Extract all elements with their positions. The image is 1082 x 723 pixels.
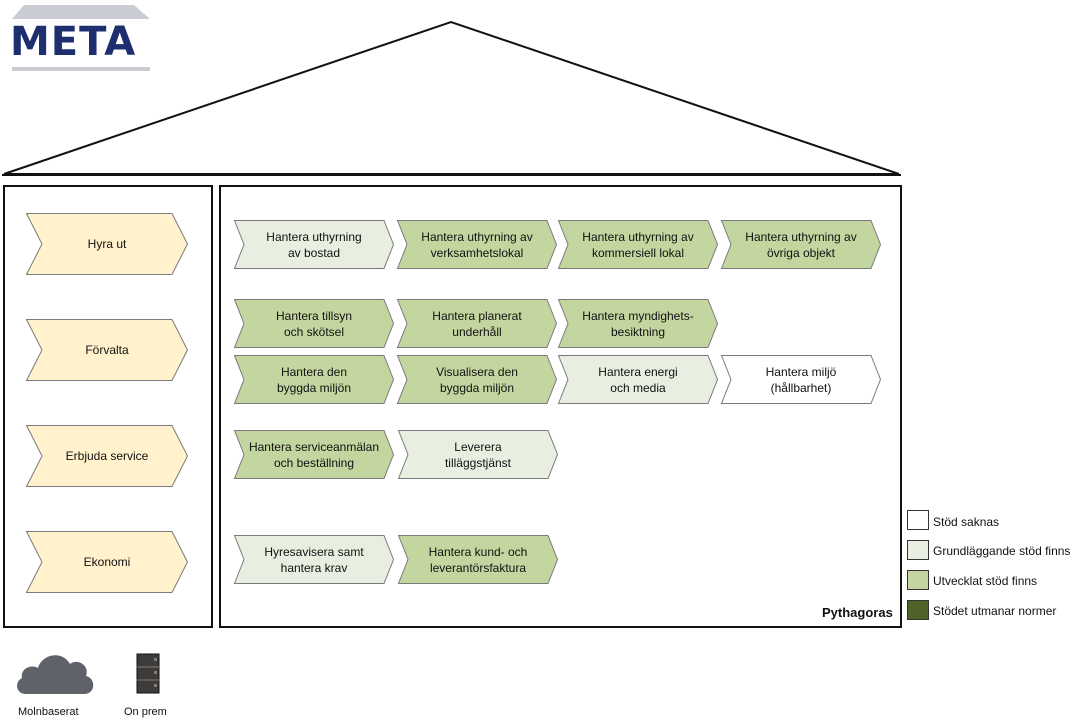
system-name-label: Pythagoras (822, 605, 893, 620)
process-3-shape (25, 531, 189, 593)
capability-10-shape (720, 355, 882, 404)
process-1-shape (25, 319, 189, 381)
capability-5-shape (396, 299, 558, 348)
capability-3-shape (720, 220, 882, 269)
capability-2-shape (557, 220, 719, 269)
server-icon (136, 653, 160, 694)
capability-7-shape (233, 355, 395, 404)
capability-12-shape (397, 430, 559, 479)
capability-14-shape (397, 535, 559, 584)
capability-9-shape (557, 355, 719, 404)
cloud-icon (17, 655, 94, 694)
legend-swatch-saknas (907, 510, 929, 530)
process-2-shape (25, 425, 189, 487)
legend-label-saknas: Stöd saknas (933, 515, 1000, 529)
process-0-shape (25, 213, 189, 275)
legend-label-utmanar: Stödet utmanar normer (933, 604, 1057, 618)
house-roof (2, 20, 901, 176)
legend-swatch-grundlaggande (907, 540, 929, 560)
capability-4-shape (233, 299, 395, 348)
legend-label-grundlaggande: Grundläggande stöd finns (933, 544, 1071, 558)
capability-13-shape (233, 535, 395, 584)
cloud-label: Molnbaserat (18, 706, 79, 718)
capability-6-shape (557, 299, 719, 348)
capability-11-shape (233, 430, 395, 479)
capability-8-shape (396, 355, 558, 404)
capability-1-shape (396, 220, 558, 269)
legend-swatch-utmanar (907, 600, 929, 620)
legend-swatch-utvecklat (907, 570, 929, 590)
logo-roof-icon (12, 5, 150, 71)
capability-0-shape (233, 220, 395, 269)
server-label: On prem (124, 706, 167, 718)
logo-text: META (10, 19, 137, 65)
legend-label-utvecklat: Utvecklat stöd finns (933, 574, 1038, 588)
